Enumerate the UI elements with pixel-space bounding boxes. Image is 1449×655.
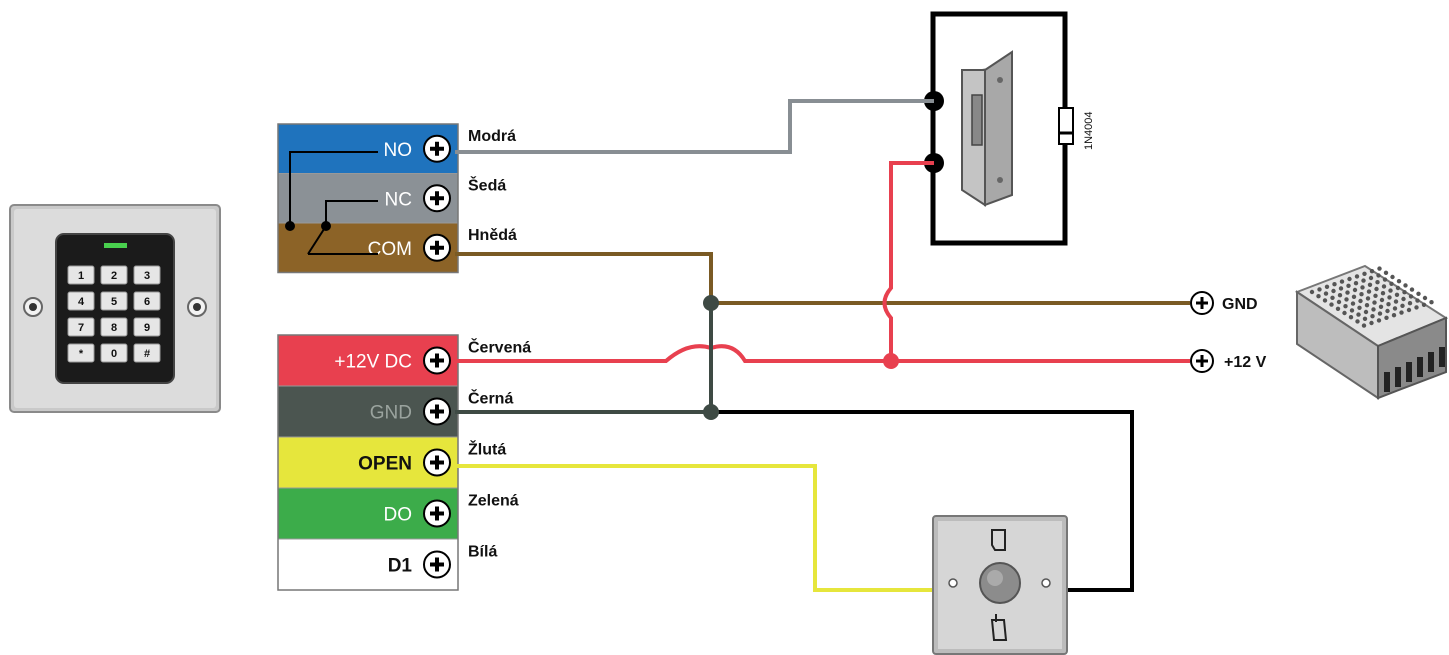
keypad-keys: 1 2 3 4 5 6 7 8 9 * 0 # [67,265,161,363]
screw-terminal-icon [423,550,451,579]
keypad-key: 6 [133,291,161,311]
keypad-key-label: 9 [144,322,150,334]
wire-color-label: Hnědá [468,227,517,244]
diode-icon: 1N4004 [1058,107,1095,150]
terminal-row-no: NO Modrá [277,123,516,174]
screw-terminal-icon [423,397,451,426]
keypad-key: 4 [67,291,95,311]
wire-strike-red [882,161,934,361]
screw-terminal-icon [423,499,451,528]
screw-terminal-icon [423,448,451,477]
terminal-row-com: COM Hnědá [277,222,517,273]
keypad-key-label: 3 [144,270,150,282]
psu-vent-holes [1309,266,1434,328]
wire-color-label: Šedá [468,175,506,194]
keypad-key-label: 0 [111,348,117,360]
keypad-key: * [67,343,95,363]
wire-cervena [455,344,1190,363]
terminal-label: D1 [388,556,413,577]
wire-color-label: Žlutá [468,440,506,459]
relay-contacts [285,151,378,255]
wire-hneda [455,252,1190,305]
keypad-key-label: 2 [111,270,117,282]
terminal-row-open: OPEN Žlutá [277,436,506,489]
terminal-row-do: DO Zelená [277,487,519,540]
terminal-row-nc: NC Šedá [277,173,506,224]
keypad-key-label: 5 [111,296,117,308]
keypad-key-label: 1 [78,270,84,282]
keypad-key-label: 6 [144,296,150,308]
keypad-key: 5 [100,291,128,311]
keypad-key-label: 7 [78,322,84,334]
terminal-label: NC [385,189,412,210]
terminal-label: GND [370,403,412,424]
terminal-row-gnd: GND Černá [277,385,513,438]
wires [455,99,1190,592]
screw-terminal-icon [423,346,451,375]
wire-color-label: Černá [468,389,513,408]
lower-terminal-block: +12V DCČervenáGNDČernáOPENŽlutáDOZelenáD… [277,334,531,591]
keypad-key: 8 [100,317,128,337]
psu-gnd-label: GND [1222,296,1258,313]
keypad-key-label: * [79,348,84,360]
door-strike-icon [924,11,1068,246]
wire-black-exit [711,410,1134,592]
wire-modra [455,99,934,154]
wire-color-label: Modrá [468,128,516,145]
wire-color-label: Zelená [468,493,519,510]
terminal-row--12v-dc: +12V DC Červená [277,334,531,387]
terminal-label: COM [368,239,412,260]
keypad-key: 3 [133,265,161,285]
wire-color-label: Červená [468,338,531,357]
keypad-icon: 1 2 3 4 5 6 7 8 9 * 0 # [9,204,221,413]
keypad-key-label: # [144,348,150,360]
screw-terminal-icon [423,233,451,262]
exit-button-icon [932,515,1068,655]
keypad-key-label: 8 [111,322,117,334]
keypad-key: 7 [67,317,95,337]
screw-terminal-icon [423,134,451,163]
diode-label: 1N4004 [1083,111,1095,150]
terminal-label: NO [384,140,413,161]
keypad-key-label: 4 [78,296,85,308]
terminal-row-d1: D1 Bílá [277,538,497,591]
screw-terminal-icon [423,184,451,213]
keypad-key: # [133,343,161,363]
wire-zluta [455,464,933,592]
psu-12v-label: +12 V [1224,354,1267,371]
terminal-label: +12V DC [334,352,412,373]
power-supply-icon: GND +12 V [1190,264,1449,400]
keypad-key: 9 [133,317,161,337]
wire-color-label: Bílá [468,544,497,561]
keypad-key: 1 [67,265,95,285]
keypad-key: 2 [100,265,128,285]
terminal-label: OPEN [358,454,412,475]
terminal-label: DO [384,505,413,526]
keypad-key: 0 [100,343,128,363]
